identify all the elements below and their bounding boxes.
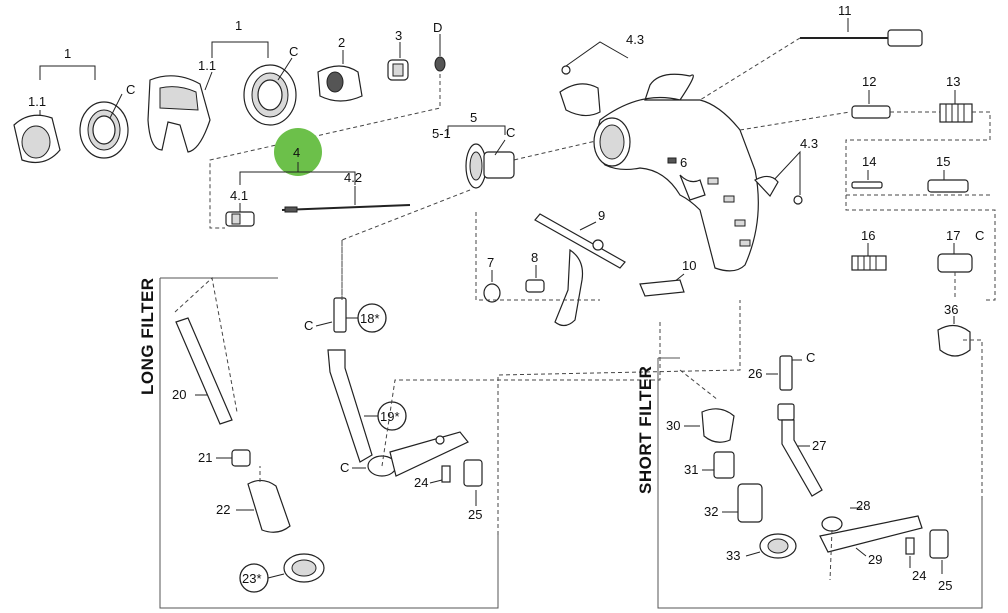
needle-parts	[225, 186, 411, 227]
callout-d: D	[433, 20, 442, 35]
fluid-nozzle-parts	[317, 34, 446, 102]
callout-c-18: C	[304, 318, 313, 333]
spring-13	[939, 103, 973, 123]
callout-36: 36	[944, 302, 958, 317]
callout-14: 14	[862, 154, 876, 169]
callout-24-short: 24	[912, 568, 926, 583]
callout-9: 9	[598, 208, 605, 223]
callout-26: 26	[748, 366, 762, 381]
callout-22: 22	[216, 502, 230, 517]
callout-33: 33	[726, 548, 740, 563]
callout-30: 30	[666, 418, 680, 433]
callout-7: 7	[487, 255, 494, 270]
highlight-callout-4[interactable]	[274, 128, 322, 176]
spring-16	[851, 255, 887, 271]
callout-18: 18*	[360, 311, 380, 326]
callout-28: 28	[856, 498, 870, 513]
callout-16: 16	[861, 228, 875, 243]
callout-32: 32	[704, 504, 718, 519]
callout-4-1: 4.1	[230, 188, 248, 203]
callout-29: 29	[868, 552, 882, 567]
callout-5: 5	[470, 110, 477, 125]
short-filter-frame	[657, 357, 983, 609]
callout-8: 8	[531, 250, 538, 265]
callout-4: 4	[293, 145, 300, 160]
callout-21: 21	[198, 450, 212, 465]
callout-2: 2	[338, 35, 345, 50]
callout-4-3-right: 4.3	[800, 136, 818, 151]
trigger-part-9	[534, 213, 626, 327]
callout-c-26: C	[806, 350, 815, 365]
callout-11: 11	[838, 3, 852, 18]
long-filter-label: LONG FILTER	[138, 277, 157, 395]
callout-25-short: 25	[938, 578, 952, 593]
callout-1-1-mid: 1.1	[198, 58, 216, 73]
callout-1-1-left: 1.1	[28, 94, 46, 109]
callout-17: 17	[946, 228, 960, 243]
callout-c-19: C	[340, 460, 349, 475]
air-cap-assembly-left	[13, 65, 129, 163]
callout-12: 12	[862, 74, 876, 89]
callout-27: 27	[812, 438, 826, 453]
callout-10: 10	[682, 258, 696, 273]
callout-c-5: C	[506, 125, 515, 140]
spray-gun-body	[593, 73, 759, 272]
callout-3: 3	[395, 28, 402, 43]
baffle-part-5	[465, 139, 515, 189]
callout-6: 6	[680, 155, 687, 170]
short-filter-label: SHORT FILTER	[636, 366, 655, 494]
callout-4-3-top: 4.3	[626, 32, 644, 47]
callout-c-left: C	[126, 82, 135, 97]
callout-15: 15	[936, 154, 950, 169]
callout-23: 23*	[242, 571, 262, 586]
callout-c-mid: C	[289, 44, 298, 59]
callout-1-left: 1	[64, 46, 71, 61]
long-filter-frame	[159, 277, 499, 609]
callout-24-long: 24	[414, 475, 428, 490]
callout-25-long: 25	[468, 507, 482, 522]
callout-31: 31	[684, 462, 698, 477]
callout-4-2: 4.2	[344, 170, 362, 185]
callout-20: 20	[172, 387, 186, 402]
callout-13: 13	[946, 74, 960, 89]
air-cap-assembly-middle	[147, 41, 297, 153]
callout-c-17: C	[975, 228, 984, 243]
callout-1-mid: 1	[235, 18, 242, 33]
callout-5-1: 5-1	[432, 126, 451, 141]
